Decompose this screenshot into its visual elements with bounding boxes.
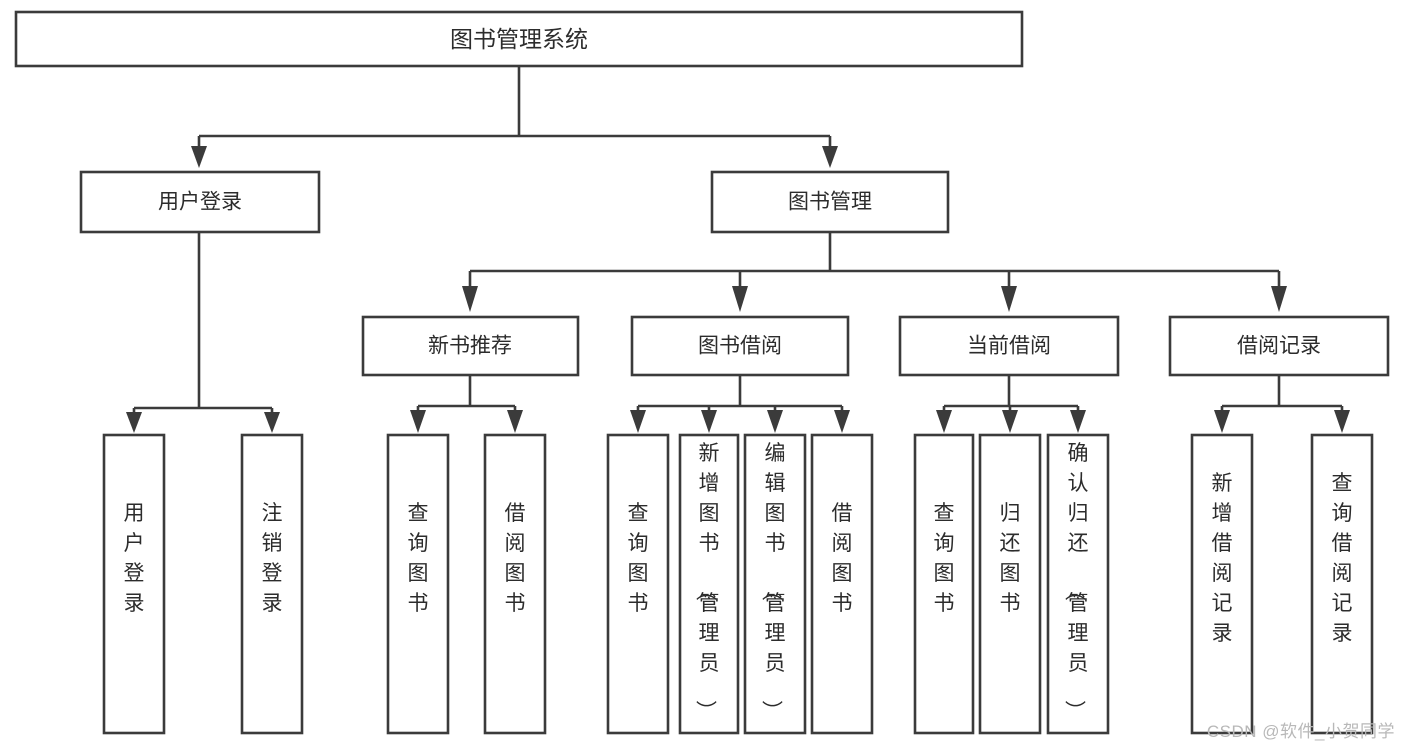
connector-group-borrow-record (1214, 375, 1350, 433)
leaf-add-book-admin[interactable]: 新增图书（管理员） (678, 433, 740, 735)
leaf-query-book-1[interactable]: 查询图书 (386, 433, 450, 735)
connector-group-root (191, 66, 838, 168)
leaf-borrow-book-1-box[interactable] (483, 433, 547, 735)
node-borrow-record-label: 借阅记录 (1237, 335, 1321, 358)
leaf-query-book-3-box[interactable] (913, 433, 975, 735)
arrow-head-return-book (1002, 410, 1018, 433)
arrow-head-confirm-return-admin (1070, 410, 1086, 433)
leaf-return-book-box[interactable] (978, 433, 1042, 735)
arrow-head-book-borrow (732, 286, 748, 312)
leaf-add-book-admin-label: 新增图书（管理员） (694, 442, 720, 721)
leaf-confirm-return-admin-label: 确认归还（管理员） (1063, 442, 1089, 721)
leaf-user-logout[interactable]: 注销登录 (240, 433, 304, 735)
leaf-query-borrow-record-box[interactable] (1310, 433, 1374, 735)
leaf-user-login-do-label: 用户登录 (124, 502, 145, 615)
leaf-add-borrow-record-box[interactable] (1190, 433, 1254, 735)
connector-group-new-book-recommend (410, 375, 523, 433)
leaf-return-book[interactable]: 归还图书 (978, 433, 1042, 735)
node-book-manage[interactable]: 图书管理 (710, 170, 950, 234)
node-new-book-recommend[interactable]: 新书推荐 (361, 315, 580, 377)
node-user-login[interactable]: 用户登录 (79, 170, 321, 234)
node-book-manage-label: 图书管理 (788, 191, 872, 214)
arrow-head-user-login-do (126, 412, 142, 433)
leaf-query-book-2-label: 查询图书 (628, 502, 649, 615)
node-user-login-label: 用户登录 (158, 191, 242, 214)
leaf-query-book-1-box[interactable] (386, 433, 450, 735)
leaf-add-borrow-record-label: 新增借阅记录 (1212, 472, 1233, 645)
leaf-user-login-do-box[interactable] (102, 433, 166, 735)
leaf-add-book-admin-box[interactable] (678, 433, 740, 735)
arrow-head-query-book-1 (410, 410, 426, 433)
node-book-borrow-box[interactable] (630, 315, 850, 377)
leaf-query-book-3[interactable]: 查询图书 (913, 433, 975, 735)
connector-group-current-borrow (936, 375, 1086, 433)
arrow-head-add-borrow-record (1214, 410, 1230, 433)
leaf-edit-book-admin-box[interactable] (743, 433, 807, 735)
arrow-head-query-book-2 (630, 410, 646, 433)
leaf-query-book-1-label: 查询图书 (408, 502, 429, 615)
node-current-borrow[interactable]: 当前借阅 (898, 315, 1120, 377)
leaf-add-borrow-record[interactable]: 新增借阅记录 (1190, 433, 1254, 735)
arrow-head-user-login (191, 146, 207, 168)
leaf-user-logout-label: 注销登录 (262, 502, 283, 615)
node-root-box[interactable] (14, 10, 1024, 68)
node-borrow-record-box[interactable] (1168, 315, 1390, 377)
node-new-book-recommend-label: 新书推荐 (428, 335, 512, 358)
arrow-head-new-book-recommend (462, 286, 478, 312)
node-current-borrow-label: 当前借阅 (967, 335, 1051, 358)
leaf-query-borrow-record[interactable]: 查询借阅记录 (1310, 433, 1374, 735)
leaf-edit-book-admin[interactable]: 编辑图书（管理员） (743, 433, 807, 735)
arrow-head-borrow-record (1271, 286, 1287, 312)
arrow-head-user-logout (264, 412, 280, 433)
leaf-user-logout-box[interactable] (240, 433, 304, 735)
connector-group-book-borrow (630, 375, 850, 433)
arrow-head-borrow-book-1 (507, 410, 523, 433)
leaf-borrow-book-1-label: 借阅图书 (505, 502, 526, 615)
node-root[interactable]: 图书管理系统 (14, 10, 1024, 68)
leaf-user-login-do[interactable]: 用户登录 (102, 433, 166, 735)
node-book-manage-box[interactable] (710, 170, 950, 234)
leaf-query-book-3-label: 查询图书 (934, 502, 955, 615)
node-new-book-recommend-box[interactable] (361, 315, 580, 377)
leaf-borrow-book-2-box[interactable] (810, 433, 874, 735)
leaf-query-borrow-record-label: 查询借阅记录 (1332, 472, 1353, 645)
connector-group-user-login (126, 232, 280, 433)
node-book-borrow[interactable]: 图书借阅 (630, 315, 850, 377)
arrow-head-borrow-book-2 (834, 410, 850, 433)
leaf-borrow-book-1[interactable]: 借阅图书 (483, 433, 547, 735)
arrow-head-query-book-3 (936, 410, 952, 433)
arrow-head-current-borrow (1001, 286, 1017, 312)
leaf-confirm-return-admin-box[interactable] (1046, 433, 1110, 735)
leaf-edit-book-admin-label: 编辑图书（管理员） (760, 442, 786, 721)
node-root-label: 图书管理系统 (450, 26, 588, 52)
arrow-head-edit-book-admin (767, 410, 783, 433)
leaf-confirm-return-admin[interactable]: 确认归还（管理员） (1046, 433, 1110, 735)
leaf-borrow-book-2-label: 借阅图书 (832, 502, 853, 615)
connector-group-book-manage (462, 232, 1287, 312)
node-current-borrow-box[interactable] (898, 315, 1120, 377)
leaf-query-book-2-box[interactable] (606, 433, 670, 735)
leaf-query-book-2[interactable]: 查询图书 (606, 433, 670, 735)
leaf-return-book-label: 归还图书 (1000, 502, 1021, 615)
arrow-head-query-borrow-record (1334, 410, 1350, 433)
arrow-head-book-manage (822, 146, 838, 168)
leaf-borrow-book-2[interactable]: 借阅图书 (810, 433, 874, 735)
node-book-borrow-label: 图书借阅 (698, 335, 782, 358)
node-user-login-box[interactable] (79, 170, 321, 234)
arrow-head-add-book-admin (701, 410, 717, 433)
node-borrow-record[interactable]: 借阅记录 (1168, 315, 1390, 377)
